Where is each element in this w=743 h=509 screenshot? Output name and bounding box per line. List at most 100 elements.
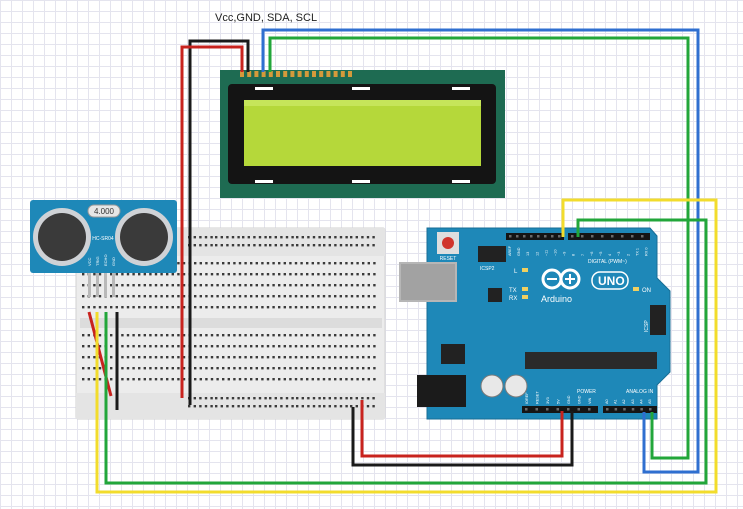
lcd-pin xyxy=(333,71,338,77)
breadboard-hole xyxy=(311,262,314,265)
breadboard-hole xyxy=(350,244,353,247)
breadboard-hole xyxy=(350,306,354,309)
lcd-mount-tab xyxy=(255,180,273,183)
breadboard-hole xyxy=(283,345,286,348)
breadboard-hole xyxy=(205,345,208,348)
breadboard-hole xyxy=(143,334,146,337)
lcd-screen-glare xyxy=(244,100,481,106)
breadboard-hole xyxy=(280,244,283,247)
breadboard-hole xyxy=(171,306,174,309)
breadboard-hole xyxy=(227,345,230,348)
breadboard-hole xyxy=(216,345,219,348)
breadboard-hole xyxy=(334,236,337,239)
breadboard-hole xyxy=(278,262,281,265)
breadboard-hole xyxy=(110,284,113,287)
breadboard-hole xyxy=(372,244,375,247)
breadboard-hole xyxy=(210,345,214,348)
breadboard-hole xyxy=(143,306,146,309)
breadboard-hole xyxy=(339,306,342,309)
breadboard-hole xyxy=(154,356,158,359)
lcd-module xyxy=(220,70,505,198)
breadboard-hole xyxy=(278,378,281,381)
breadboard-hole xyxy=(231,405,235,408)
breadboard-hole xyxy=(115,306,118,309)
breadboard-hole xyxy=(204,244,208,247)
breadboard-hole xyxy=(199,284,202,287)
breadboard-hole xyxy=(199,244,202,247)
breadboard-hole xyxy=(205,367,208,370)
breadboard-hole xyxy=(339,378,342,381)
breadboard-hole xyxy=(226,405,229,408)
sensor-pin xyxy=(112,273,115,297)
breadboard-hole xyxy=(110,273,113,276)
arduino-uno: RESET ICSP2 ICSP L TX RX ON Arduino UNO … xyxy=(399,227,671,420)
breadboard-hole xyxy=(283,334,286,337)
breadboard-hole xyxy=(238,356,242,359)
breadboard-hole xyxy=(306,334,309,337)
breadboard-hole xyxy=(238,306,242,309)
reset-label: RESET xyxy=(440,256,457,262)
breadboard-hole xyxy=(132,273,135,276)
breadboard-hole xyxy=(283,367,286,370)
analog-pin-label: A2 xyxy=(622,399,626,404)
breadboard-hole xyxy=(177,295,180,298)
digital-pin-label: ~11 xyxy=(544,250,548,256)
breadboard-hole xyxy=(205,356,208,359)
lcd-mount-tab xyxy=(452,180,470,183)
breadboard-hole xyxy=(289,295,292,298)
breadboard-hole xyxy=(149,273,152,276)
breadboard-hole xyxy=(154,334,158,337)
breadboard-hole xyxy=(250,356,253,359)
breadboard-hole xyxy=(171,378,174,381)
breadboard-hole xyxy=(250,262,253,265)
breadboard-hole xyxy=(250,306,253,309)
breadboard-hole xyxy=(138,378,141,381)
breadboard-hole xyxy=(285,236,289,239)
header-hole xyxy=(623,408,626,411)
breadboard-hole xyxy=(244,378,247,381)
breadboard-hole xyxy=(362,273,365,276)
breadboard-hole xyxy=(231,397,235,400)
breadboard-hole xyxy=(372,405,375,408)
breadboard-hole xyxy=(317,262,320,265)
breadboard-hole xyxy=(289,306,292,309)
wire-rail-gnd xyxy=(351,407,574,467)
breadboard-hole xyxy=(334,378,337,381)
capacitor xyxy=(504,374,528,398)
breadboard-hole xyxy=(93,356,96,359)
digital-label: DIGITAL (PWM~) xyxy=(588,259,627,265)
breadboard-hole xyxy=(350,273,354,276)
breadboard-hole xyxy=(328,405,331,408)
breadboard-hole xyxy=(285,244,289,247)
breadboard-hole xyxy=(328,236,331,239)
breadboard-hole xyxy=(199,378,202,381)
breadboard-hole xyxy=(334,244,337,247)
breadboard-hole xyxy=(278,273,281,276)
breadboard-hole xyxy=(171,284,174,287)
breadboard-hole xyxy=(356,345,359,348)
header-hole xyxy=(581,235,584,238)
arduino-logo-icon xyxy=(541,268,581,290)
wire-lcd-scl xyxy=(268,36,690,460)
breadboard-hole xyxy=(250,367,253,370)
breadboard-hole xyxy=(177,262,180,265)
breadboard-hole xyxy=(154,295,158,298)
breadboard-hole xyxy=(166,334,169,337)
lcd-pin xyxy=(240,71,244,77)
digital-pin-label: ~5 xyxy=(599,252,603,256)
breadboard-hole xyxy=(300,295,303,298)
breadboard-hole xyxy=(154,378,158,381)
breadboard-hole xyxy=(205,273,208,276)
breadboard-hole xyxy=(143,345,146,348)
wire-lcd-vcc xyxy=(180,45,244,398)
header-hole xyxy=(558,235,561,238)
lcd-pin xyxy=(276,71,280,77)
breadboard-hole xyxy=(322,334,326,337)
digital-pin-label: ~3 xyxy=(617,252,621,256)
breadboard-hole xyxy=(93,295,96,298)
breadboard-hole xyxy=(350,405,353,408)
header-hole xyxy=(546,408,549,411)
breadboard-hole xyxy=(244,262,247,265)
lcd-pin xyxy=(290,71,295,77)
breadboard-hole xyxy=(272,273,275,276)
